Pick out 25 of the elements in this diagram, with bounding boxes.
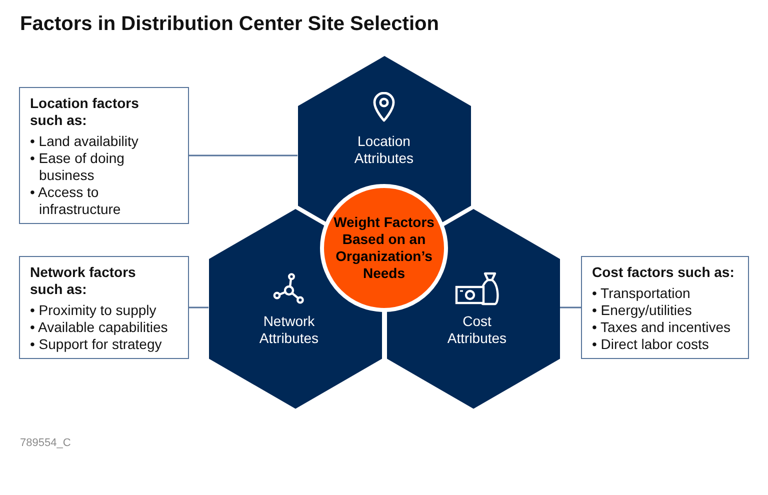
bullet-item: • Support for strategy (30, 336, 163, 353)
bullet-item: • Available capabilities (30, 319, 169, 336)
connector-line (189, 306, 208, 308)
factor-list-box (19, 87, 189, 224)
bullet-item: • Land availability (30, 133, 140, 150)
hexagon-label: Location Attributes (353, 133, 415, 168)
bullet-item: • Taxes and incentives (592, 319, 732, 336)
factor-list-box (19, 256, 189, 359)
bullet-item: • Access to infrastructure (30, 184, 122, 218)
circle-label: Weight Factors Based on an Organization’s Needs (332, 214, 436, 282)
box-heading: Cost factors such as: (592, 264, 736, 281)
hexagon-label: Network Attributes (258, 313, 320, 348)
title: Factors in Distribution Center Site Selection (20, 13, 439, 36)
bullet-item: • Direct labor costs (592, 336, 710, 353)
bullet-item: • Transportation (592, 285, 692, 302)
factor-list-box (581, 256, 749, 359)
figure-code: 789554_C (20, 437, 71, 449)
bullet-item: • Proximity to supply (30, 302, 158, 319)
bullet-item: • Energy/utilities (592, 302, 693, 319)
connector-line (560, 306, 581, 308)
bullet-item: • Ease of doing business (30, 150, 126, 184)
hexagon-label: Cost Attributes (446, 313, 508, 348)
box-heading: Network factors such as: (30, 264, 137, 298)
connector-line (189, 154, 298, 156)
box-heading: Location factors such as: (30, 95, 140, 129)
